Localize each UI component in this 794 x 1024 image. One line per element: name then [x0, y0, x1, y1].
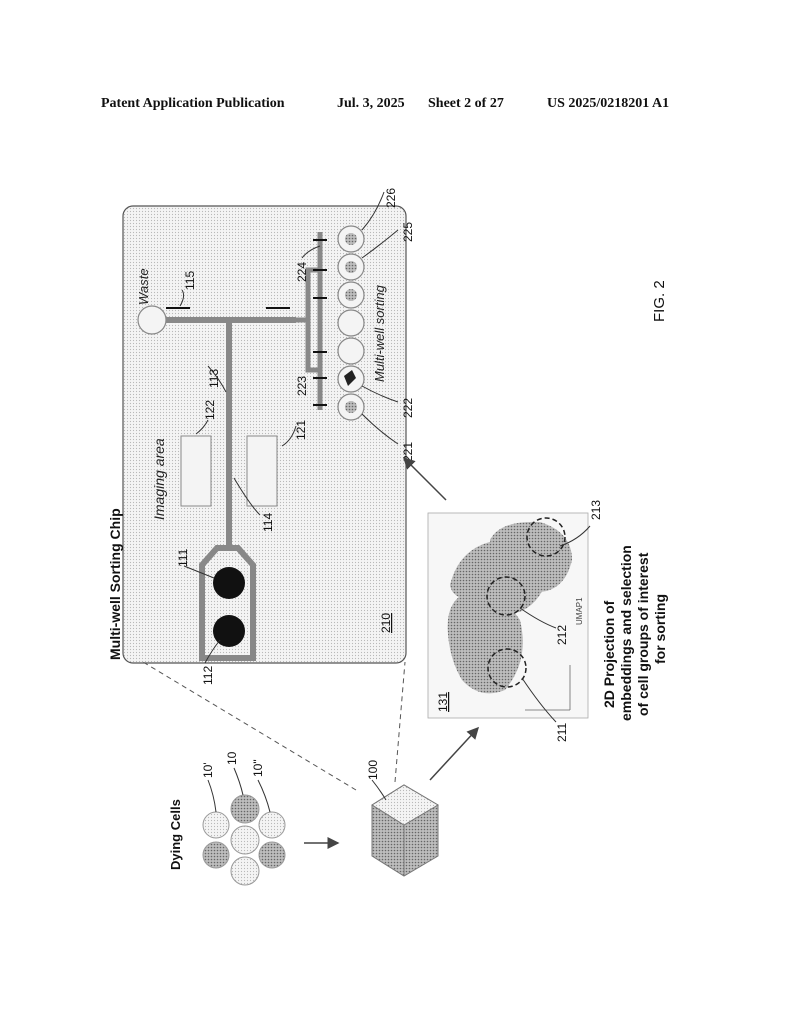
caption-line-4: for sorting — [652, 594, 668, 664]
ref-211: 211 — [555, 723, 569, 742]
chip-ref-210: 210 — [379, 613, 393, 633]
ref-223: 223 — [295, 376, 309, 396]
imaging-device-100 — [371, 784, 439, 877]
multi-well-sorting-label: Multi-well sorting — [372, 284, 387, 382]
ref-114: 114 — [261, 513, 275, 532]
dying-cells-cluster — [202, 794, 286, 886]
projection-line-1 — [142, 661, 357, 791]
waste-label: Waste — [136, 268, 151, 305]
figure-label: FIG. 2 — [651, 280, 668, 322]
publication-date: Jul. 3, 2025 — [337, 96, 405, 111]
inlet-chamber — [199, 545, 256, 661]
ref-131: 131 — [436, 692, 450, 712]
well-222-cells — [344, 370, 356, 386]
caption-line-1: 2D Projection of — [601, 600, 617, 708]
well-gates — [313, 239, 327, 406]
well-221-content — [345, 401, 357, 413]
well-225-content — [345, 261, 357, 273]
ref-122: 122 — [203, 400, 217, 420]
selection-circle-213 — [526, 517, 566, 557]
sheet-number: Sheet 2 of 27 — [428, 96, 504, 111]
ref-10-double-prime: 10" — [251, 759, 265, 777]
arrow-projection-to-chip — [402, 456, 447, 501]
publication-title: Patent Application Publication — [101, 96, 285, 111]
ref-121: 121 — [294, 420, 308, 440]
imaging-area-box-2 — [246, 435, 278, 507]
ref-113: 113 — [207, 369, 221, 388]
ref-100: 100 — [366, 760, 380, 780]
page-header: Patent Application Publication Jul. 3, 2… — [0, 96, 794, 116]
ref-10: 10 — [225, 751, 239, 765]
ref-226: 226 — [384, 188, 398, 208]
well-5-content — [345, 289, 357, 301]
imaging-area-box-1 — [180, 435, 212, 507]
selection-circle-211 — [487, 648, 527, 688]
chip-title: Multi-well Sorting Chip — [107, 508, 123, 660]
well-4 — [337, 309, 365, 337]
projection-line-2 — [394, 661, 406, 783]
arrow-device-to-projection — [429, 726, 480, 781]
ref-10-prime: 10' — [201, 762, 215, 778]
umap-clusters — [447, 521, 572, 694]
ref-221: 221 — [401, 442, 415, 462]
caption-line-2: embeddings and selection — [618, 545, 634, 721]
ref-115: 115 — [183, 271, 197, 290]
projection-caption: 2D Projection of embeddings and selectio… — [601, 545, 668, 721]
dying-cells-title: Dying Cells — [168, 799, 183, 870]
imaging-area-label: Imaging area — [151, 438, 167, 520]
waste-well — [137, 305, 167, 335]
caption-line-3: of cell groups of interest — [635, 552, 651, 716]
inlet-111 — [213, 567, 245, 599]
ref-225: 225 — [401, 222, 415, 242]
selection-circle-212 — [486, 576, 526, 616]
inlet-112 — [213, 615, 245, 647]
chip-panel — [122, 205, 407, 664]
ref-100-leader — [371, 779, 387, 801]
ref-222: 222 — [401, 398, 415, 418]
well-226-content — [345, 233, 357, 245]
ref-111: 111 — [176, 548, 190, 567]
ref-213: 213 — [589, 500, 603, 520]
publication-number: US 2025/0218201 A1 — [547, 96, 670, 111]
ref-212: 212 — [555, 625, 569, 645]
ref-224: 224 — [295, 262, 309, 282]
well-3 — [337, 337, 365, 365]
umap-axis-label: UMAP1 — [575, 597, 584, 625]
ref-112: 112 — [201, 666, 215, 685]
